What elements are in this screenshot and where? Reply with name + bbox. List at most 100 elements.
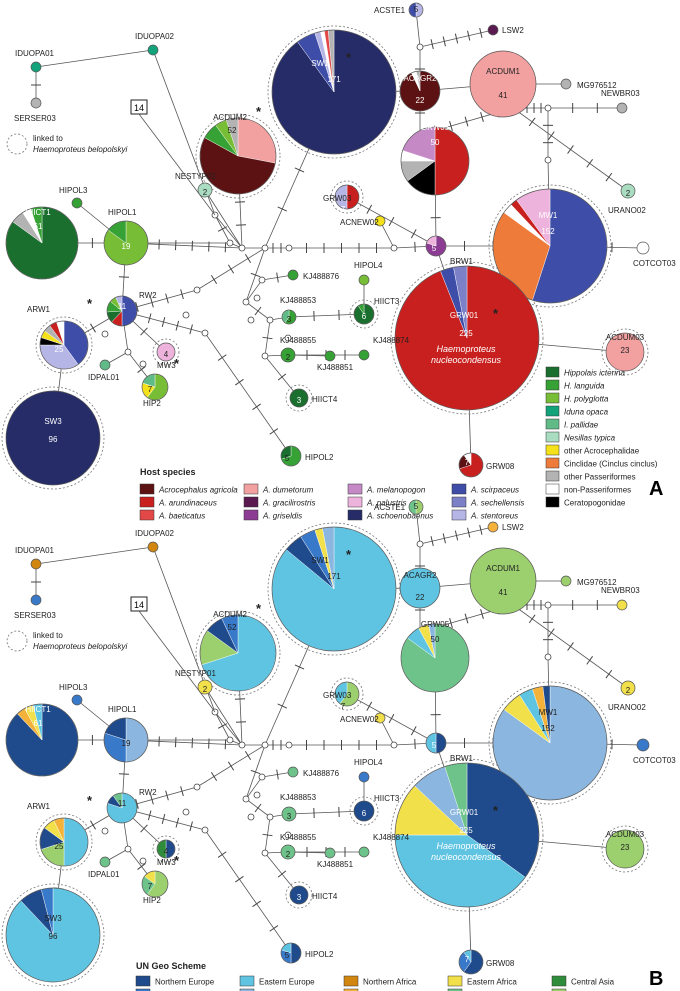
node-count-sw1: 171: [327, 572, 341, 581]
node-label-hipol3: HIPOL3: [59, 186, 88, 195]
mutation-tick: [217, 354, 227, 361]
mutation-tick: [210, 274, 218, 285]
mutation-tick: [430, 39, 434, 50]
asterisk-marker: *: [346, 547, 352, 562]
linked-label-line2: Haemoproteus belopolskyi: [33, 145, 127, 154]
legend-swatch: [551, 988, 567, 991]
asterisk-marker: *: [87, 296, 93, 311]
pie-outline: [394, 762, 540, 908]
mutation-tick: [605, 669, 613, 679]
node-count-mw3: 4: [164, 847, 169, 856]
pie-outline: [39, 320, 89, 370]
taxon-legend-entry: H. languida: [545, 379, 605, 391]
legend-swatch: [139, 496, 155, 508]
haplotype-node-acnew02: [374, 215, 386, 227]
node-label-acnew02: ACNEW02: [340, 715, 379, 724]
mutation-tick: [180, 786, 184, 797]
median-vector: [182, 808, 190, 816]
pie-outline: [39, 817, 89, 867]
pie-slice: [237, 117, 277, 164]
host-legend-entry: A. dumetorum: [243, 483, 314, 495]
node-label-sw3: SW3: [44, 417, 62, 426]
haplotype-node-hipol4: [358, 771, 370, 783]
node-label-urano02: URANO02: [608, 206, 646, 215]
asterisk-marker: *: [87, 793, 93, 808]
pie-slice: [469, 547, 537, 615]
node-label-mw1: MW1: [539, 708, 558, 717]
node-label-hip2: HIP2: [143, 399, 161, 408]
network-edge: [245, 776, 263, 800]
network-edge: [138, 113, 216, 216]
mutation-tick: [147, 810, 152, 821]
legend-label: A. griseldis: [262, 512, 302, 521]
mutation-tick: [294, 664, 305, 670]
haplotype-node-mg976512: [560, 575, 572, 587]
asterisk-marker: *: [346, 50, 352, 65]
node-label-hipol1: HIPOL1: [108, 705, 137, 714]
mutation-tick: [189, 324, 193, 335]
haplotype-node-acdum1: [469, 50, 537, 118]
linked-label-line2: Haemoproteus belopolskyi: [33, 642, 127, 651]
mutation-tick: [442, 533, 446, 544]
pie-slice: [434, 126, 470, 196]
pie-slice: [374, 215, 386, 227]
asterisk-marker: *: [174, 853, 180, 868]
haplotype-node-grw08: [458, 949, 484, 975]
median-vector: [544, 653, 552, 661]
pie-outline: [141, 870, 169, 898]
linked-halo-legend: [6, 630, 28, 652]
node-count-hiict3: 6: [362, 312, 367, 321]
pie-slice: [289, 885, 309, 905]
asterisk-marker: *: [256, 104, 262, 119]
belopolskyi-halo: [285, 384, 313, 412]
haplotype-node-acdum2: [199, 117, 277, 195]
pie-slice: [358, 846, 370, 858]
mutation-tick: [262, 336, 273, 340]
mutation-tick: [605, 172, 613, 182]
host-legend-entry: A. griseldis: [243, 509, 302, 521]
legend-swatch: [139, 483, 155, 495]
mutation-tick: [235, 875, 244, 883]
network-edge: [214, 711, 243, 746]
node-label-hiict1: HIICT1: [25, 208, 51, 217]
haplotype-node-hipol3: [71, 197, 83, 209]
node-label-hipol3: HIPOL3: [59, 683, 88, 692]
legend-swatch: [451, 496, 467, 508]
node-label-rw2: RW2: [139, 291, 157, 300]
legend-label: Iduna opaca: [564, 408, 609, 417]
pie-slice: [71, 694, 83, 706]
legend-label: A. stentoreus: [470, 512, 518, 521]
mutation-tick: [277, 206, 288, 212]
taxon-legend-entry: other Passeriformes: [545, 470, 636, 482]
legend-label: I. pallidae: [564, 421, 599, 430]
node-count-hiict3: 6: [362, 809, 367, 818]
mutation-tick: [479, 524, 483, 535]
mutation-tick: [277, 373, 287, 381]
node-count-grw05: 50: [431, 635, 440, 644]
node-count-kj488853: 3: [287, 812, 292, 821]
mutation-tick: [161, 814, 166, 824]
node-label-acdum03: ACDUM03: [606, 333, 645, 342]
node-count-acdum03: 23: [621, 346, 630, 355]
network-edge: [204, 332, 292, 457]
mutation-tick: [165, 293, 169, 304]
haplotype-node-nestyp01: [197, 182, 213, 198]
mutation-tick: [90, 820, 96, 830]
median-vector: [226, 239, 234, 247]
node-label-arw1: ARW1: [27, 802, 51, 811]
median-vector: [261, 849, 269, 857]
pie-slice: [197, 679, 213, 695]
linked-halo-legend: [6, 133, 28, 155]
pie-slice: [616, 599, 628, 611]
node-count-grw05: 50: [431, 138, 440, 147]
haplotype-node-acste1: [408, 2, 424, 18]
node-label-hipol1: HIPOL1: [108, 208, 137, 217]
pie-outline: [458, 949, 484, 975]
median-vector: [261, 741, 269, 749]
pie-outline: [271, 526, 397, 652]
pie-slice: [605, 332, 645, 372]
mutation-tick: [175, 320, 180, 331]
belopolskyi-halo: [330, 180, 364, 214]
pie-slice: [560, 78, 572, 90]
node-label-cotcot03: COTCOT03: [633, 259, 676, 268]
